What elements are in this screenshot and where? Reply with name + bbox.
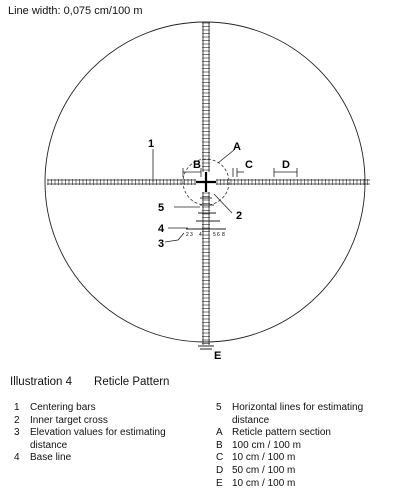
callout-5: 5 [158, 202, 164, 214]
callout-labels: 1 A B C D 2 5 4 3 E [148, 138, 290, 362]
centering-bar-bottom [202, 192, 210, 345]
legend-key: 2 [14, 414, 20, 426]
callout-2: 2 [236, 210, 242, 222]
reticle-diagram: 2 3 4 5 6 8 1 A B C D 2 5 4 [44, 21, 370, 362]
legend-text: Reticle pattern section [232, 427, 331, 439]
elevation-values: 2 3 4 5 6 8 [186, 232, 225, 238]
callout-e: E [214, 350, 221, 362]
legend-text: 100 cm / 100 m [232, 439, 301, 451]
legend-key: 4 [14, 452, 20, 464]
leader-lines [152, 149, 235, 243]
callout-4: 4 [158, 223, 165, 235]
elevation-value: 3 [190, 232, 193, 238]
elevation-value: 2 [186, 232, 189, 238]
centering-bar-ticks [47, 22, 368, 344]
legend-key: B [216, 439, 223, 451]
legend-key: D [216, 464, 224, 476]
legend-text: Centering bars [30, 402, 96, 413]
field-of-view-circle [44, 21, 366, 343]
distance-estimating-lines [196, 197, 220, 222]
elevation-value: 8 [222, 232, 225, 238]
inner-target-cross [196, 172, 216, 192]
dimension-bracket-c [232, 168, 244, 177]
legend-item: 2 Inner target cross [14, 415, 199, 428]
legend-item: B 100 cm / 100 m [216, 440, 401, 453]
legend-key: A [216, 427, 223, 439]
legend-text: Elevation values for estimating distance [30, 427, 166, 451]
legend-text: Inner target cross [30, 414, 108, 426]
callout-d: D [282, 159, 290, 171]
legend-item: C 10 cm / 100 m [216, 452, 401, 465]
legend-key: 3 [14, 427, 20, 439]
legend-item: 3 Elevation values for estimating distanc… [14, 427, 199, 452]
dimension-bracket-b [182, 168, 202, 177]
legend-left: 1 Centering bars 2 Inner target cross 3 Ele… [14, 402, 199, 465]
line-width-label: Line width: 0,075 cm/100 m [8, 5, 143, 17]
legend-text: Horizontal lines for estimating distance [232, 402, 364, 426]
elevation-value: 6 [217, 232, 220, 238]
legend-key: C [216, 452, 224, 464]
legend-key: 1 [14, 402, 20, 413]
legend-key: E [216, 477, 223, 489]
legend-text: 50 cm / 100 m [232, 464, 296, 476]
callout-c: C [245, 159, 253, 171]
legend-item: E 10 cm / 100 m [216, 478, 401, 491]
callout-a: A [233, 141, 241, 153]
callout-b: B [193, 159, 201, 171]
elevation-value: 5 [213, 232, 216, 238]
callout-3: 3 [158, 238, 164, 250]
legend-right: 5 Horizontal lines for estimating distanc… [216, 402, 401, 490]
legend-text: 10 cm / 100 m [232, 452, 296, 464]
legend-text: 10 cm / 100 m [232, 477, 296, 489]
elevation-value: 4 [199, 232, 202, 238]
legend-item: 4 Base line [14, 452, 199, 465]
legend-item: A Reticle pattern section [216, 427, 401, 440]
illustration-caption: Illustration 4 Reticle Pattern [10, 376, 169, 388]
centering-bar-top [202, 22, 210, 172]
legend-item: 1 Centering bars [14, 402, 199, 415]
illustration-title: Reticle Pattern [94, 376, 170, 388]
legend-text: Base line [30, 452, 72, 464]
legend-key: 5 [216, 402, 222, 413]
callout-1: 1 [148, 138, 154, 150]
illustration-label: Illustration 4 [10, 376, 73, 388]
centering-bar-right [216, 179, 370, 185]
legend-item: D 50 cm / 100 m [216, 465, 401, 478]
legend-item: 5 Horizontal lines for estimating distanc… [216, 402, 401, 427]
dimension-bracket-d [273, 168, 298, 177]
